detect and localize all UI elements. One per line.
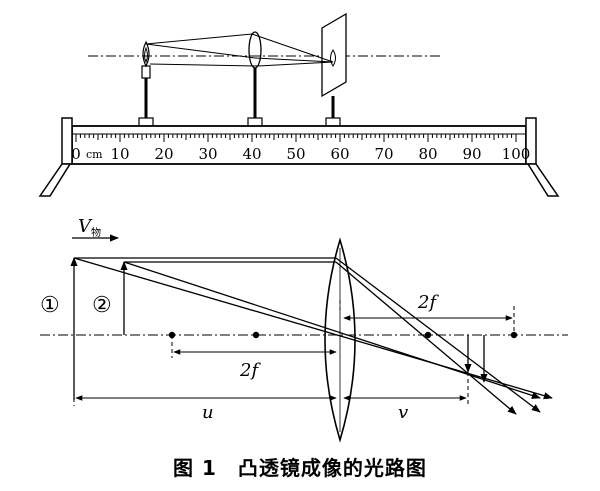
velocity-label: V [78, 216, 93, 237]
ray-center-2 [123, 261, 541, 399]
object-2-label: ② [92, 293, 112, 318]
bench-screen [321, 12, 347, 135]
ruler-label: 80 [418, 145, 437, 163]
two-f-right-label: 2f [417, 292, 439, 313]
focal-point-left-f [252, 331, 260, 339]
ruler-label: 30 [198, 145, 217, 163]
ruler-label: 90 [462, 145, 481, 163]
two-f-left-label: 2f [239, 360, 261, 381]
ray-refracted-2 [335, 261, 517, 415]
focal-point-left-2f [168, 331, 176, 339]
velocity-subscript: 物 [91, 226, 101, 239]
ray-diagram [40, 234, 568, 443]
ruler-ticks [75, 134, 517, 142]
optical-bench [38, 12, 560, 197]
ruler-label: 50 [286, 145, 305, 163]
ruler-labels: 0 10 20 30 40 50 60 70 80 90 100 cm [71, 145, 530, 163]
dashed-guides [73, 258, 515, 406]
ruler-label: 10 [110, 145, 129, 163]
figure-caption: 图 1 凸透镜成像的光路图 [173, 456, 427, 480]
bench-lens [247, 31, 263, 135]
ruler-label: 70 [374, 145, 393, 163]
convex-lens [324, 237, 356, 443]
object-1-label: ① [40, 293, 60, 318]
ray-center-1 [73, 257, 553, 400]
ruler-label: 100 [502, 145, 531, 163]
bench-rays [145, 33, 334, 67]
ruler-label: 60 [330, 145, 349, 163]
ruler-right-leg [526, 163, 560, 197]
ruler-label: 20 [154, 145, 173, 163]
ruler-label: 40 [242, 145, 261, 163]
u-label: u [202, 402, 214, 423]
v-label: v [398, 402, 408, 423]
ruler-label: 0 [71, 145, 81, 163]
focal-point-right-f [424, 331, 432, 339]
ruler-left-leg [38, 163, 72, 197]
ruler-unit: cm [86, 148, 103, 161]
focal-points [168, 331, 518, 339]
focal-point-right-2f [510, 331, 518, 339]
